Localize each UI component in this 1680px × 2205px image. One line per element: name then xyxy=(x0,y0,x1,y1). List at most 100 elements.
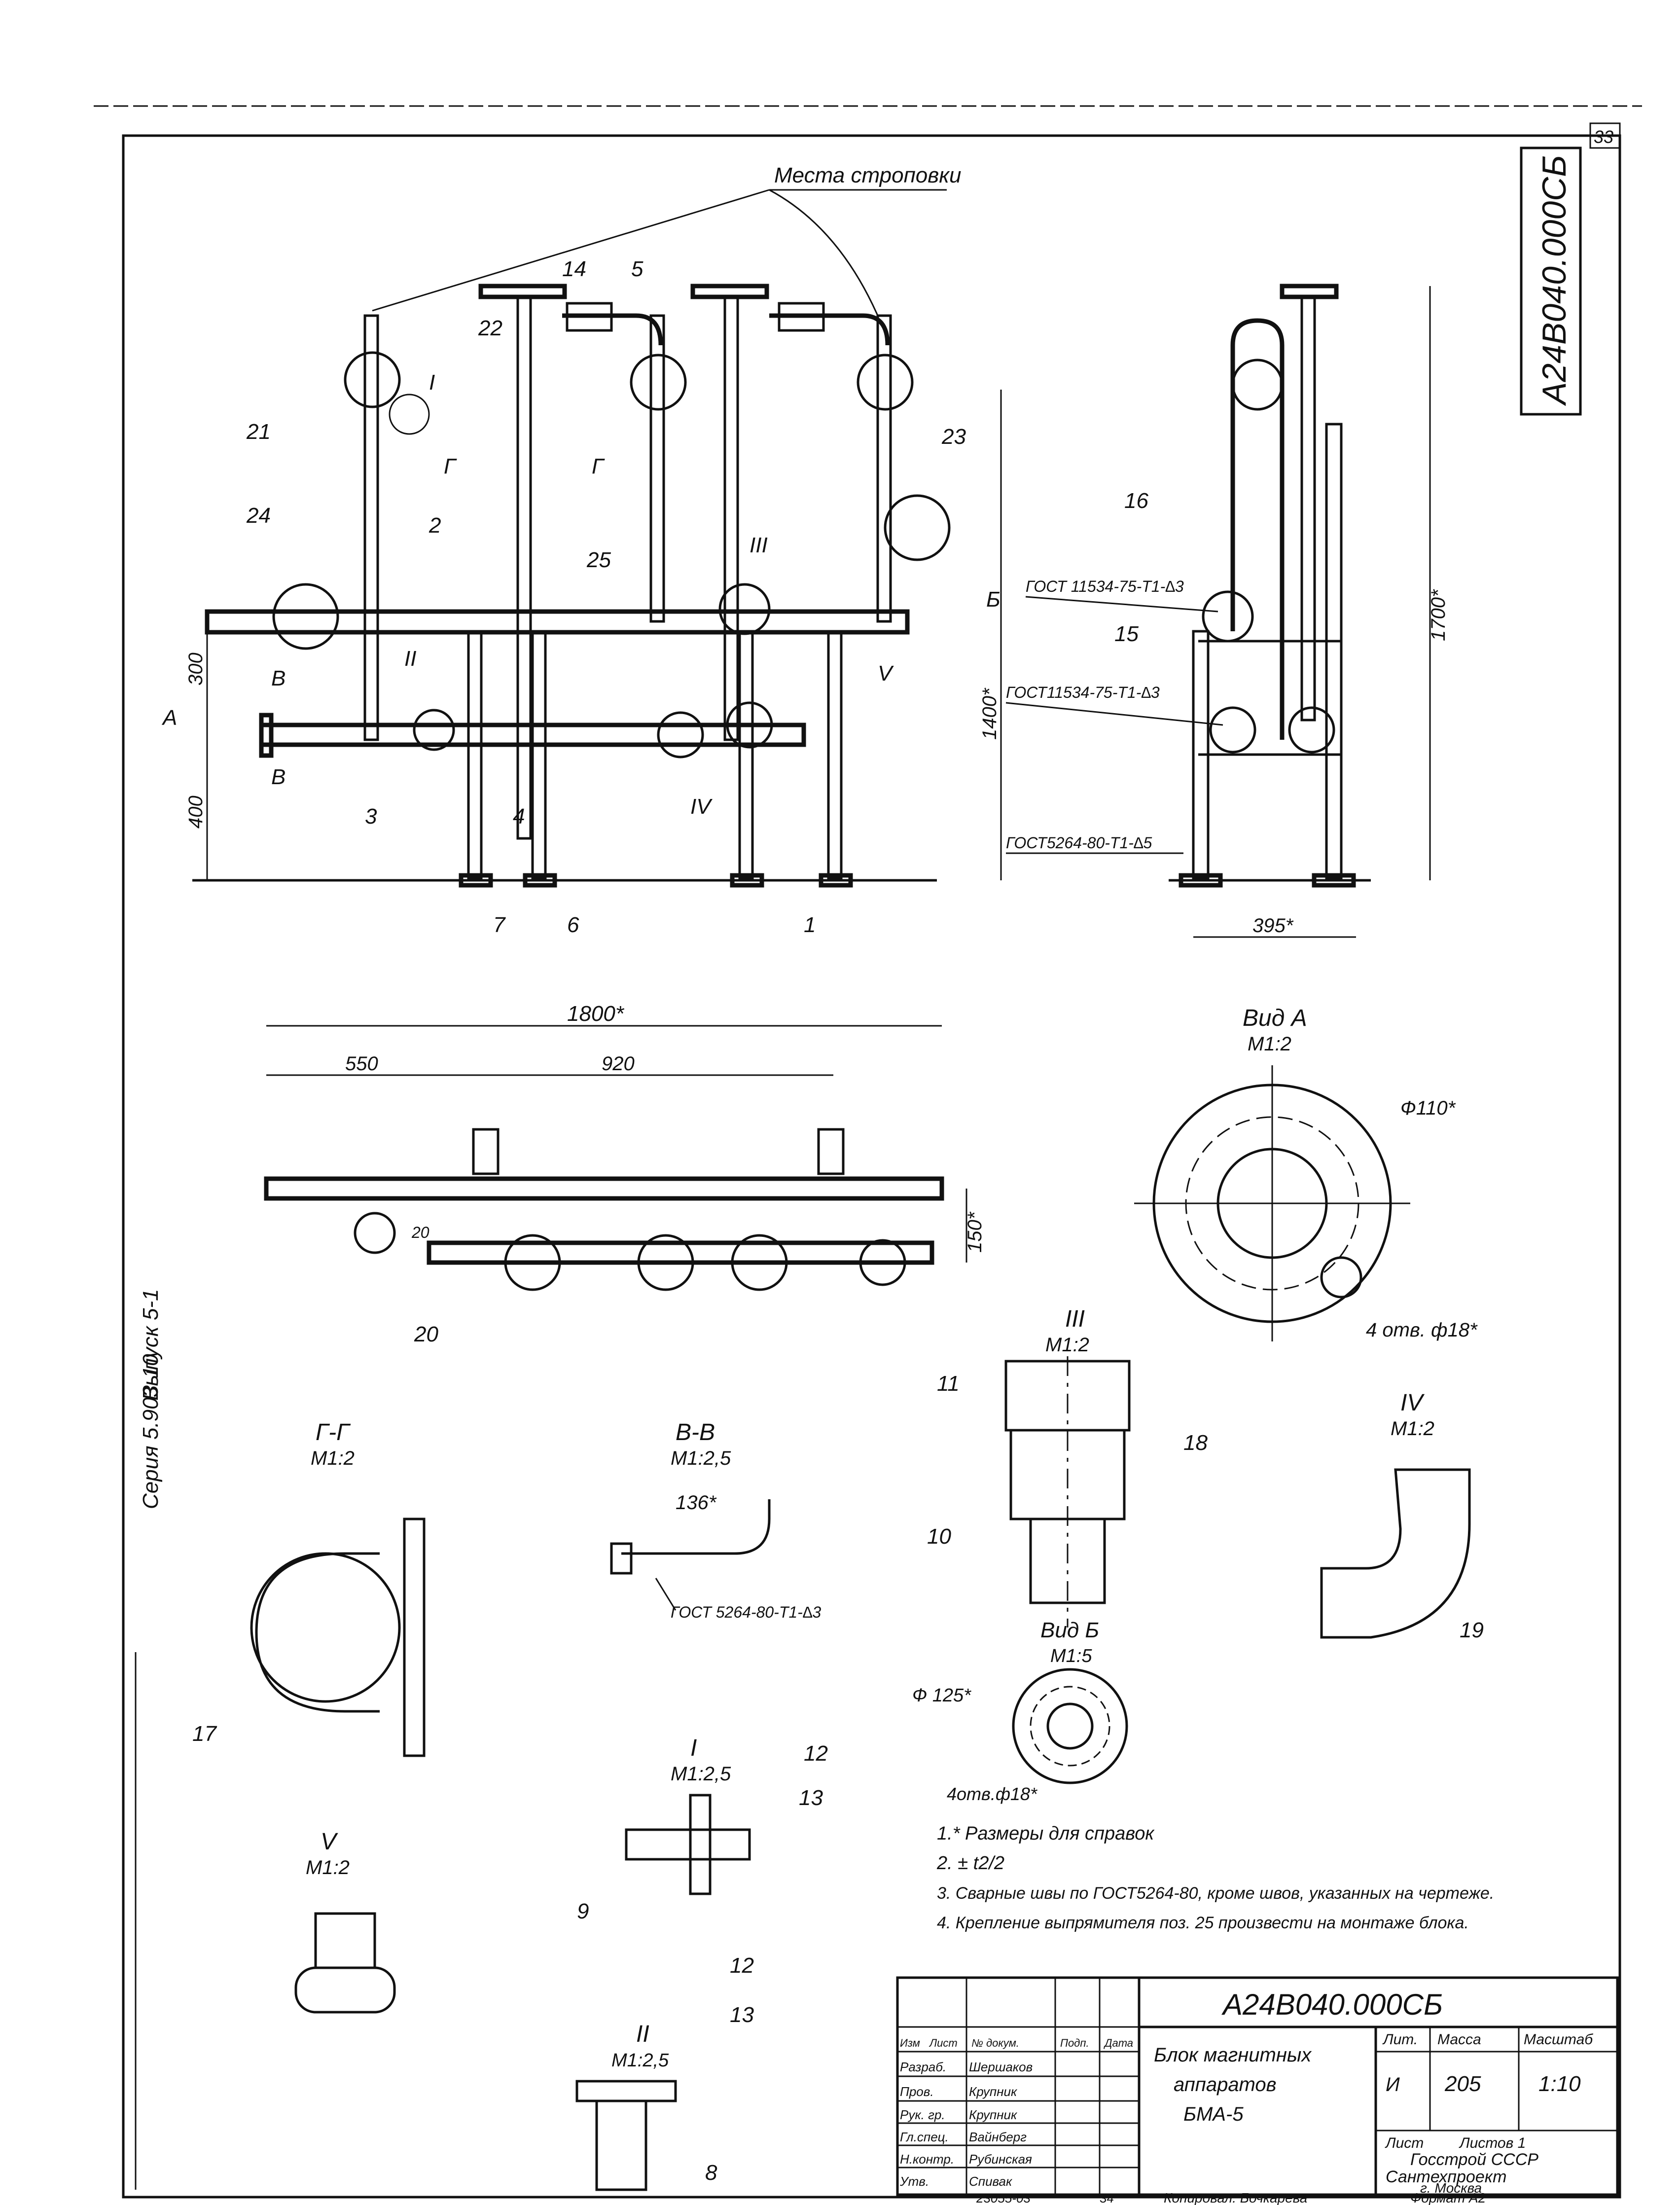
pos-III: III xyxy=(750,533,768,557)
dim-920: 920 xyxy=(602,1053,635,1075)
tb-role-3: Рук. гр. xyxy=(900,2107,945,2122)
detail-iv-19: 19 xyxy=(1460,1618,1484,1642)
leg-7 xyxy=(467,630,483,879)
section-vv-bend xyxy=(621,1499,771,1555)
view-b-dia: Ф 125* xyxy=(912,1685,971,1706)
pos-G2: Г xyxy=(592,454,605,478)
tb-hdr-scale: Масштаб xyxy=(1524,2031,1593,2048)
section-gg-pipe xyxy=(250,1552,401,1703)
tb-code: А24В040.000СБ xyxy=(1221,1988,1443,2021)
top-flange-1 xyxy=(478,284,567,299)
elbow-iv xyxy=(726,701,773,749)
issue-label: Выпуск 5-1 xyxy=(139,1289,163,1401)
detail-v-title: V xyxy=(321,1829,338,1855)
pos-IV: IV xyxy=(690,795,713,819)
tb-scale: 1:10 xyxy=(1538,2072,1581,2096)
code-stamp-box xyxy=(1520,146,1582,416)
plan-lower-manifold xyxy=(427,1240,934,1265)
plan-view: 1800* 550 920 150* 20 20 xyxy=(264,1002,986,1346)
tb-name-f: Спивак xyxy=(969,2174,1013,2189)
section-vv-dim: 136* xyxy=(676,1492,717,1514)
pos-V: V xyxy=(878,661,894,686)
view-b: Вид Б М1:5 Ф 125* 4отв.ф18* xyxy=(912,1618,1128,1804)
tb-sheet: Лист xyxy=(1385,2135,1424,2151)
detail-ii-12: 12 xyxy=(730,1953,754,1978)
tb-name-c: Крупник xyxy=(969,2107,1018,2122)
dim-1800: 1800* xyxy=(567,1002,625,1026)
plan-valve-2 xyxy=(504,1234,561,1291)
coupling-5 xyxy=(778,302,825,332)
tb-format: Формат А2 xyxy=(1410,2190,1486,2205)
pos-5: 5 xyxy=(631,257,643,281)
pos-20-small: 20 xyxy=(411,1224,429,1241)
page-number: 33 xyxy=(1594,127,1613,147)
detail-ii-13: 13 xyxy=(730,2003,754,2027)
pos-7: 7 xyxy=(493,913,506,937)
tb-org-3: г. Москва xyxy=(1420,2180,1482,2196)
tb-col-1: Изм xyxy=(900,2037,920,2049)
vertical-pipe-5 xyxy=(876,314,892,623)
top-flange-2 xyxy=(690,284,769,299)
detail-iv-scale: М1:2 xyxy=(1391,1418,1434,1440)
dim-1700: 1700* xyxy=(1428,589,1449,641)
tb-name-b: Крупник xyxy=(969,2084,1018,2099)
detail-iii-scale: М1:2 xyxy=(1045,1334,1089,1356)
detail-ii-scale: М1:2,5 xyxy=(611,2050,669,2071)
foot-1 xyxy=(459,873,493,888)
upper-manifold xyxy=(205,609,910,635)
pos-14: 14 xyxy=(562,257,586,281)
section-gg-scale: М1:2 xyxy=(311,1447,355,1469)
pos-6: 6 xyxy=(567,913,579,937)
gost-16: ГОСТ 11534-75-Т1-∆3 xyxy=(1026,578,1184,595)
view-b-title: Вид Б xyxy=(1040,1618,1099,1642)
dim-550: 550 xyxy=(345,1053,378,1075)
tb-col-4: Подп. xyxy=(1060,2037,1089,2049)
gost-base: ГОСТ5264-80-Т1-∆5 xyxy=(1006,834,1152,852)
view-a-holes: 4 отв. ф18* xyxy=(1366,1319,1478,1341)
tb-name-a: Шершаков xyxy=(969,2060,1033,2074)
valve-23 xyxy=(884,494,951,561)
detail-i-9: 9 xyxy=(577,1899,589,1923)
pos-G1: Г xyxy=(444,454,457,478)
gost-15: ГОСТ11534-75-Т1-∆3 xyxy=(1006,684,1160,701)
foot-2 xyxy=(523,873,557,888)
detail-i-marker xyxy=(389,394,430,435)
notes: 1.* Размеры для справок 2. ± t2/2 3. Сва… xyxy=(936,1823,1494,1932)
pos-21: 21 xyxy=(246,420,271,444)
pos-B-cyr: Б xyxy=(986,587,1001,612)
detail-iii-10: 10 xyxy=(927,1524,951,1549)
detail-i-plate xyxy=(625,1828,751,1861)
side-leg-2 xyxy=(1325,423,1343,879)
detail-iv-elbow xyxy=(1320,1468,1471,1639)
side-view: 16 15 ГОСТ 11534-75-Т1-∆3 ГОСТ11534-75-Т… xyxy=(1005,284,1449,938)
detail-v-scale: М1:2 xyxy=(306,1857,350,1879)
plan-valve-1 xyxy=(354,1212,396,1254)
valve-ii xyxy=(413,709,455,751)
foot-3 xyxy=(730,873,764,888)
section-vv-title: В-В xyxy=(676,1419,715,1446)
dim-400: 400 xyxy=(185,795,207,829)
pos-II: II xyxy=(404,647,416,671)
side-foot-2 xyxy=(1312,873,1356,888)
drawing-code-vertical: А24В040.000СБ xyxy=(1536,155,1573,406)
section-gg-title: Г-Г xyxy=(316,1419,351,1446)
series-label: Серия 5.903-10 xyxy=(139,1354,163,1509)
coupling-14 xyxy=(566,302,613,332)
note-4: 4. Крепление выпрямителя поз. 25 произве… xyxy=(937,1914,1469,1932)
section-vv: В-В М1:2,5 136* ГОСТ 5264-80-Т1-∆3 xyxy=(610,1419,821,1621)
gost-16-leader xyxy=(1025,596,1218,613)
detail-i: I М1:2,5 12 13 9 xyxy=(577,1735,828,1923)
valve-21 xyxy=(344,351,401,408)
section-gg-plate xyxy=(403,1518,426,1757)
detail-iii-18: 18 xyxy=(1183,1431,1208,1455)
view-a-title: Вид А xyxy=(1243,1005,1307,1031)
vertical-pipe-4 xyxy=(723,294,739,741)
valve-top-3 xyxy=(857,354,914,411)
leg-1 xyxy=(827,630,843,879)
dim-1400: 1400* xyxy=(979,687,1001,740)
leg-mid xyxy=(738,630,754,879)
detail-iii: III М1:2 11 18 10 xyxy=(927,1306,1208,1627)
tb-name-1: Блок магнитных xyxy=(1154,2044,1312,2066)
title-block-frame xyxy=(896,1976,1619,2196)
